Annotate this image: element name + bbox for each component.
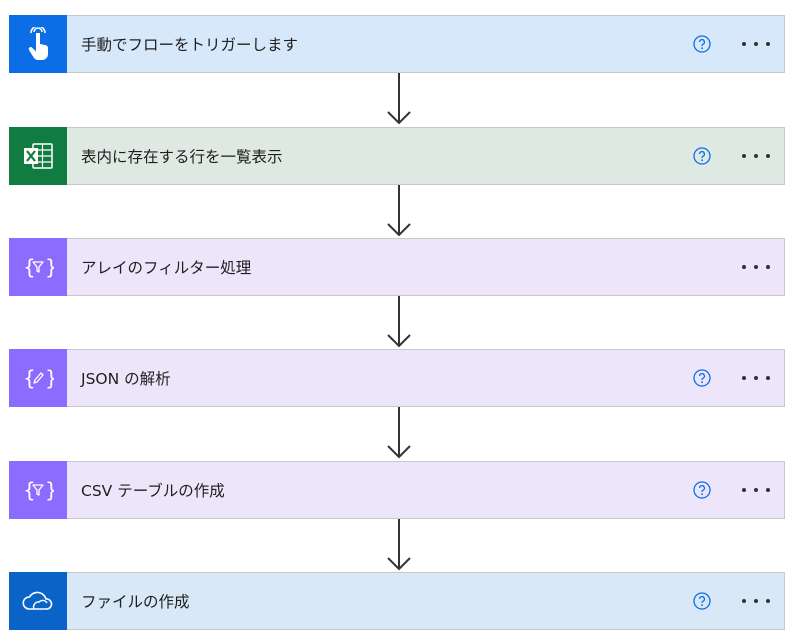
step-card-create-csv-table[interactable]: { } CSV テーブルの作成 <box>9 461 785 519</box>
svg-text:{: { <box>23 366 36 390</box>
step-card-manual-trigger[interactable]: 手動でフローをトリガーします <box>9 15 785 73</box>
down-arrow-icon <box>387 296 411 348</box>
help-icon[interactable] <box>693 369 711 387</box>
excel-icon <box>9 127 67 185</box>
svg-text:}: } <box>45 366 54 390</box>
down-arrow-icon <box>387 185 411 237</box>
more-options-icon[interactable] <box>742 151 770 161</box>
svg-text:}: } <box>45 478 54 502</box>
step-title: アレイのフィルター処理 <box>81 259 252 277</box>
more-options-icon[interactable] <box>742 485 770 495</box>
help-icon[interactable] <box>693 481 711 499</box>
step-title: JSON の解析 <box>81 370 171 388</box>
filter-array-icon: { } <box>9 238 67 296</box>
svg-text:{: { <box>23 255 36 279</box>
step-card-list-rows[interactable]: 表内に存在する行を一覧表示 <box>9 127 785 185</box>
step-title: 手動でフローをトリガーします <box>81 36 299 54</box>
more-options-icon[interactable] <box>742 596 770 606</box>
down-arrow-icon <box>387 407 411 459</box>
step-title: 表内に存在する行を一覧表示 <box>81 148 283 166</box>
help-icon[interactable] <box>693 147 711 165</box>
onedrive-icon <box>9 572 67 630</box>
help-icon[interactable] <box>693 35 711 53</box>
svg-text:}: } <box>45 255 54 279</box>
data-operation-icon: { } <box>9 349 67 407</box>
step-card-create-file[interactable]: ファイルの作成 <box>9 572 785 630</box>
more-options-icon[interactable] <box>742 262 770 272</box>
more-options-icon[interactable] <box>742 373 770 383</box>
filter-array-icon: { } <box>9 461 67 519</box>
help-icon[interactable] <box>693 592 711 610</box>
hand-tap-icon <box>9 15 67 73</box>
step-card-filter-array[interactable]: { } アレイのフィルター処理 <box>9 238 785 296</box>
down-arrow-icon <box>387 73 411 125</box>
step-card-parse-json[interactable]: { } JSON の解析 <box>9 349 785 407</box>
more-options-icon[interactable] <box>742 39 770 49</box>
svg-text:{: { <box>23 478 36 502</box>
down-arrow-icon <box>387 519 411 571</box>
step-title: CSV テーブルの作成 <box>81 482 225 500</box>
step-title: ファイルの作成 <box>81 593 190 611</box>
